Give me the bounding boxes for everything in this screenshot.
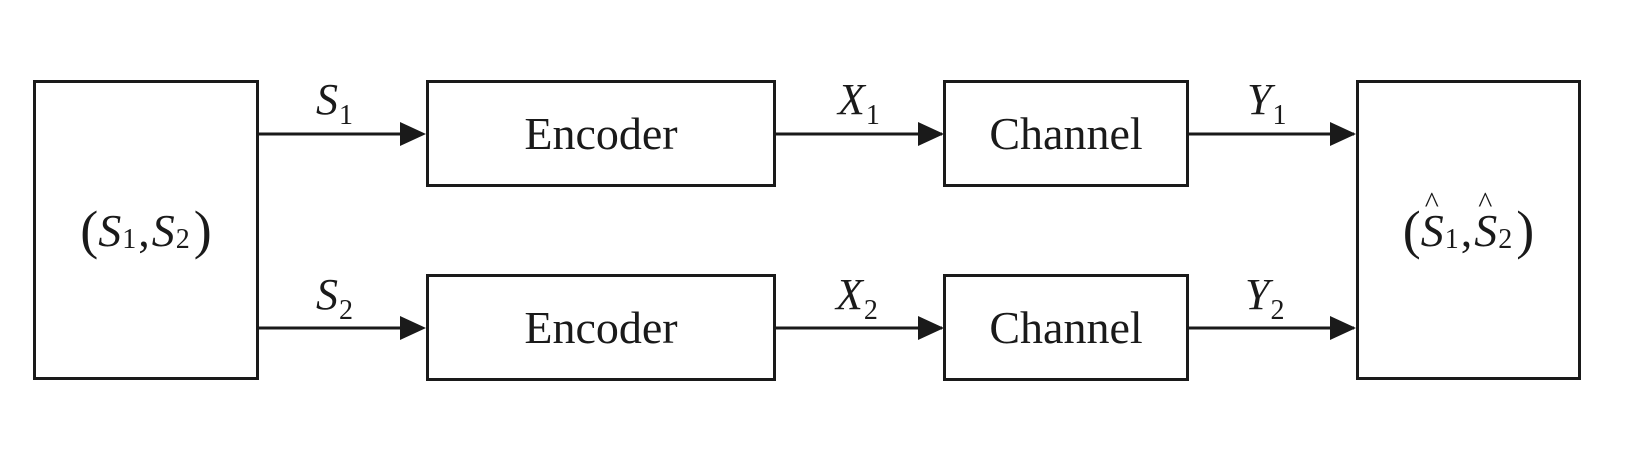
arrowhead-4 bbox=[918, 316, 944, 340]
channel-box-1: Channel bbox=[943, 80, 1189, 187]
arrowhead-2 bbox=[400, 316, 426, 340]
encoder-box-1: Encoder bbox=[426, 80, 776, 187]
edge-label-y2: Y2 bbox=[1245, 270, 1285, 326]
encoder-box-2: Encoder bbox=[426, 274, 776, 381]
encoder-label-1: Encoder bbox=[524, 108, 678, 159]
edge-label-s2: S2 bbox=[316, 270, 353, 326]
edge-label-s1: S1 bbox=[316, 75, 353, 131]
channel-box-2: Channel bbox=[943, 274, 1189, 381]
decoder-label: ( S1 , S2 ) bbox=[1359, 83, 1578, 377]
edge-label-y1: Y1 bbox=[1247, 75, 1287, 131]
decoder-box: ( S1 , S2 ) bbox=[1356, 80, 1581, 380]
edge-label-x1: X1 bbox=[838, 75, 880, 131]
encoder-label-2: Encoder bbox=[524, 302, 678, 353]
arrowhead-6 bbox=[1330, 316, 1356, 340]
channel-label-2: Channel bbox=[989, 302, 1143, 353]
channel-label-1: Channel bbox=[989, 108, 1143, 159]
arrowhead-5 bbox=[1330, 122, 1356, 146]
arrowhead-1 bbox=[400, 122, 426, 146]
edge-label-x2: X2 bbox=[836, 270, 878, 326]
arrowhead-3 bbox=[918, 122, 944, 146]
